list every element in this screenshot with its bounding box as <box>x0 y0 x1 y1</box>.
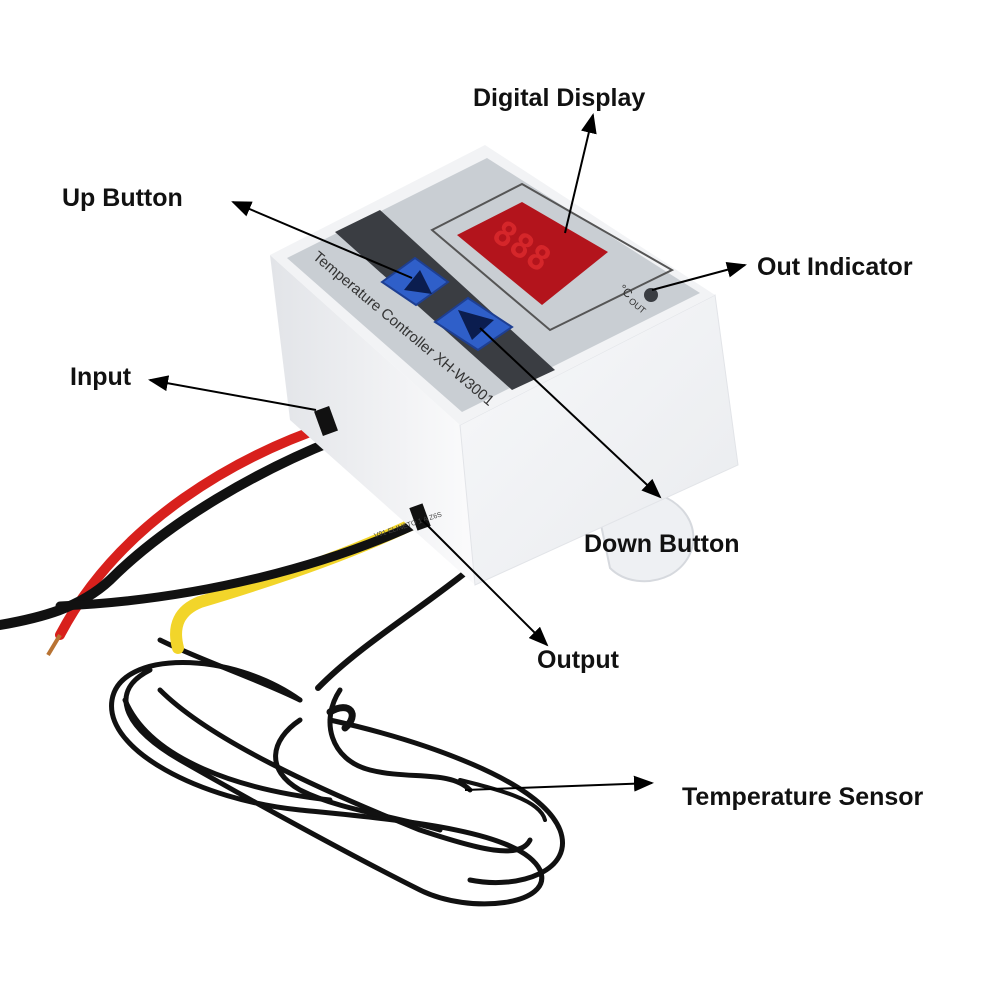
arrow-digital-display <box>564 113 597 234</box>
arrow-output <box>421 519 549 647</box>
out-indicator-label: Out Indicator <box>757 253 913 281</box>
sensor-cable-coil <box>109 637 565 907</box>
input-label: Input <box>70 363 132 391</box>
digital-display <box>457 202 608 305</box>
down-button-label: Down Button <box>584 530 740 558</box>
display-frame <box>430 182 675 332</box>
temperature-sensor-label: Temperature Sensor <box>682 783 924 811</box>
down-arrow-icon <box>458 310 494 340</box>
out-led <box>644 288 658 302</box>
digital-display-label: Digital Display <box>473 84 646 112</box>
arrow-up-button <box>231 201 413 279</box>
housing-side <box>270 255 475 585</box>
up-button-label: Up Button <box>62 184 183 212</box>
output-label: Output <box>537 646 619 674</box>
panel-stripe <box>335 210 555 390</box>
input-terminal <box>314 406 338 436</box>
red-wire-tip <box>46 633 62 657</box>
arrow-input <box>148 375 317 411</box>
arrow-down-button <box>479 327 662 499</box>
arrow-temperature-sensor <box>464 775 654 792</box>
black-power-wire <box>0 435 340 630</box>
sensor-lead-wire <box>315 562 478 691</box>
up-arrow-icon <box>404 270 432 294</box>
arrow-out-indicator <box>651 261 747 291</box>
black-output-wire <box>55 515 430 611</box>
